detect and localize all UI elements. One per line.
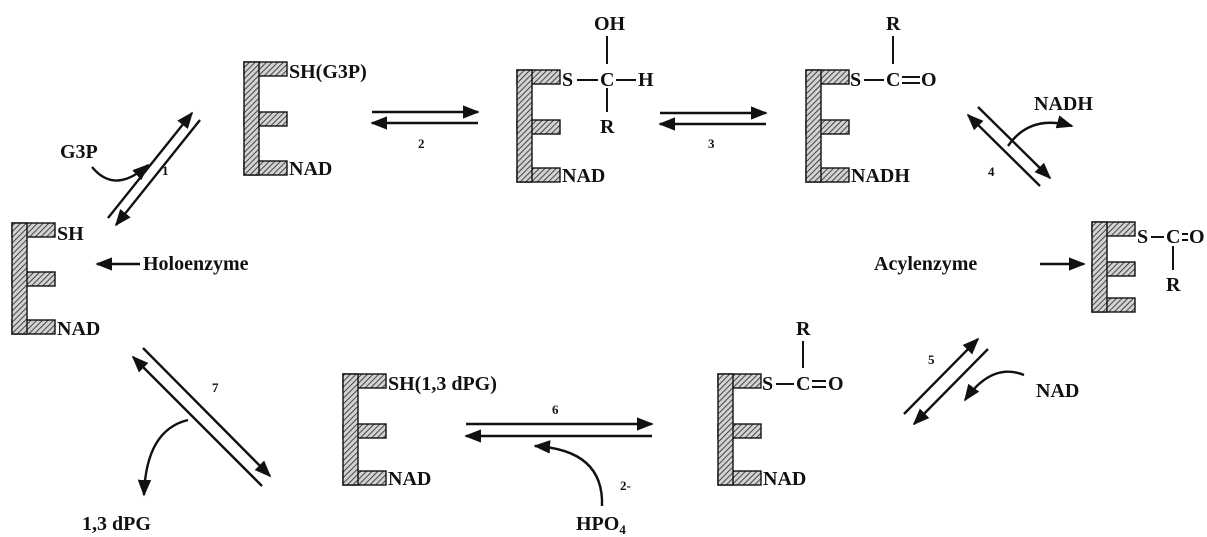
step-4-equilibrium: 4 NADH xyxy=(966,93,1093,187)
atom-o: O xyxy=(828,373,844,395)
complex-bottom-label: NAD xyxy=(562,165,605,187)
g3p-input-curve xyxy=(91,163,150,182)
nadh-output-curve xyxy=(1007,115,1074,147)
complex-top-label: SH(G3P) xyxy=(289,61,367,83)
complex-bottom-label: NADH xyxy=(851,165,910,187)
step-4-number: 4 xyxy=(988,164,995,179)
step-4-reverse-arrow xyxy=(966,113,1041,187)
enzyme-glyph xyxy=(717,373,762,486)
step-5-reverse-arrow xyxy=(912,348,989,426)
complex-bottom-label: NAD xyxy=(57,318,100,340)
step-5-number: 5 xyxy=(928,352,935,367)
atom-h: H xyxy=(638,69,654,91)
enzyme-complex-holoenzyme: SH NAD xyxy=(11,222,100,340)
enzyme-glyph xyxy=(516,69,561,183)
enzyme-glyph xyxy=(342,373,387,486)
step-7-number: 7 xyxy=(212,380,219,395)
enzyme-glyph xyxy=(1091,221,1136,313)
atom-s: S xyxy=(850,69,861,91)
atom-o: O xyxy=(921,69,937,91)
substituent-r: R xyxy=(796,318,811,340)
phosphate-charge: 2- xyxy=(620,478,631,493)
step-7-equilibrium: 7 1,3 dPG xyxy=(82,347,272,535)
step-3-number: 3 xyxy=(708,136,715,151)
step-1-equilibrium: 1 G3P xyxy=(60,111,201,227)
nad-input-label: NAD xyxy=(1036,380,1079,402)
atom-s: S xyxy=(762,373,773,395)
enzyme-glyph xyxy=(11,222,56,335)
holoenzyme-label: Holoenzyme xyxy=(143,253,249,275)
complex-top-label: SH(1,3 dPG) xyxy=(388,373,497,395)
enzyme-complex-acylenzyme: S C O R xyxy=(1091,221,1205,313)
step-5-equilibrium: 5 NAD xyxy=(903,337,1079,426)
enzyme-complex-thioester-nad: S C O R NAD xyxy=(717,318,844,490)
atom-s: S xyxy=(562,69,573,91)
step-4-forward-arrow xyxy=(977,106,1052,180)
atom-c: C xyxy=(796,373,810,395)
enzyme-glyph xyxy=(805,69,850,183)
substituent-r: R xyxy=(1166,274,1181,296)
step-1-number: 1 xyxy=(162,163,169,178)
step-2-equilibrium: 2 xyxy=(370,105,480,151)
step-2-number: 2 xyxy=(418,136,425,151)
atom-s: S xyxy=(1137,226,1148,248)
enzyme-complex-1-3-dpg: SH(1,3 dPG) NAD xyxy=(342,373,497,490)
step-6-number: 6 xyxy=(552,402,559,417)
complex-top-label: SH xyxy=(57,223,84,245)
step-5-forward-arrow xyxy=(903,337,980,415)
complex-bottom-label: NAD xyxy=(763,468,806,490)
g3p-label: G3P xyxy=(60,141,98,163)
nad-input-curve xyxy=(964,370,1025,402)
step-3-equilibrium: 3 xyxy=(658,106,768,151)
enzyme-complex-thioester-nadh: S C O R NADH xyxy=(805,13,937,187)
dpg-output-curve xyxy=(137,418,189,497)
atom-o: O xyxy=(1189,226,1205,248)
dpg-output-label: 1,3 dPG xyxy=(82,513,151,535)
step-7-reverse-arrow xyxy=(131,355,263,487)
enzyme-complex-g3p: SH(G3P) NAD xyxy=(243,61,367,180)
enzyme-complex-hemithioacetal: S C H OH R NAD xyxy=(516,13,654,187)
substituent-r: R xyxy=(886,13,901,35)
step-1-reverse-arrow xyxy=(114,119,201,227)
atom-c: C xyxy=(886,69,900,91)
step-1-forward-arrow xyxy=(107,111,194,219)
complex-bottom-label: NAD xyxy=(388,468,431,490)
step-6-equilibrium: 6 HPO4 2- xyxy=(464,402,654,537)
nadh-output-label: NADH xyxy=(1034,93,1093,115)
acylenzyme-label: Acylenzyme xyxy=(874,253,977,275)
phosphate-label: HPO4 xyxy=(576,513,626,537)
enzyme-glyph xyxy=(243,61,288,176)
substituent-r: R xyxy=(600,116,615,138)
substituent-oh: OH xyxy=(594,13,626,35)
atom-c: C xyxy=(600,69,614,91)
complex-bottom-label: NAD xyxy=(289,158,332,180)
phosphate-input-curve xyxy=(533,440,604,507)
step-7-forward-arrow xyxy=(142,347,272,478)
atom-c: C xyxy=(1166,226,1180,248)
